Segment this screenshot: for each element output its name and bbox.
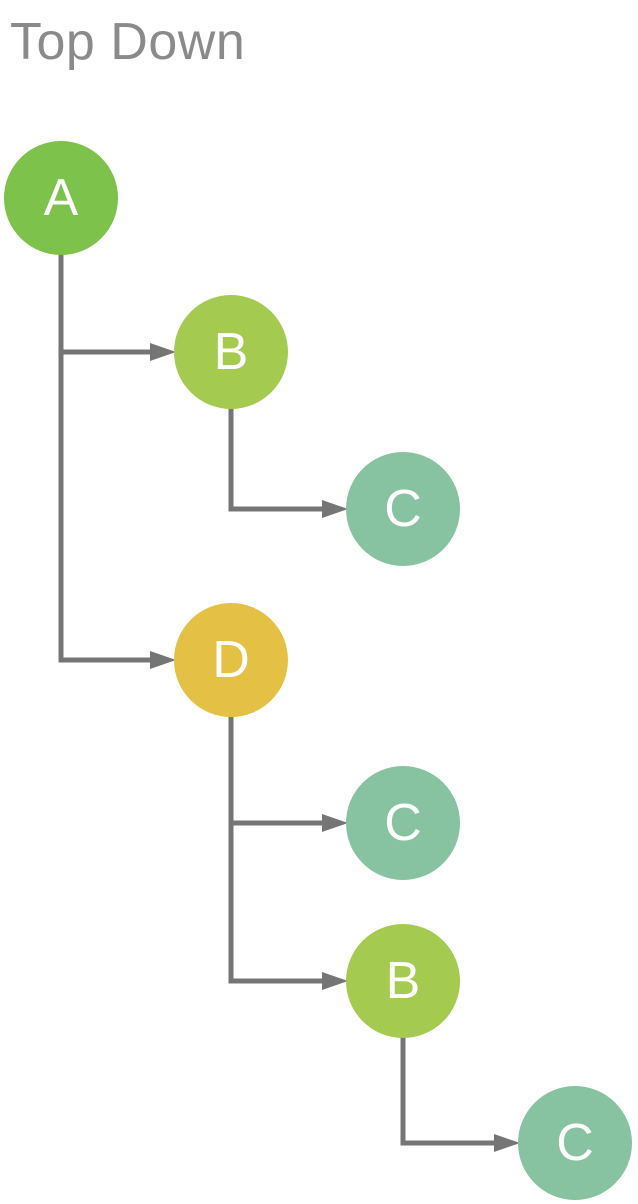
- edge-group-b2: [400, 1036, 520, 1152]
- node-c2: C: [346, 766, 460, 880]
- node-c3: C: [518, 1086, 632, 1200]
- node-label-c2: C: [384, 794, 422, 852]
- node-circle-c1: [346, 452, 460, 566]
- node-label-b2: B: [386, 952, 421, 1010]
- node-circle-b2: [346, 924, 460, 1038]
- arrowhead-icon: [494, 1134, 520, 1152]
- arrowhead-icon: [150, 343, 176, 361]
- node-circle-c3: [518, 1086, 632, 1200]
- node-a: A: [4, 141, 118, 255]
- node-d: D: [174, 603, 288, 717]
- nodes-layer: A B C D C B C: [4, 141, 632, 1200]
- node-label-b1: B: [214, 323, 249, 381]
- arrowhead-icon: [322, 972, 348, 990]
- node-circle-c2: [346, 766, 460, 880]
- node-c1: C: [346, 452, 460, 566]
- arrowhead-icon: [322, 814, 348, 832]
- arrowhead-icon: [322, 500, 348, 518]
- edges-layer: [58, 253, 520, 1152]
- edge-group-b1: [228, 407, 348, 518]
- node-label-a: A: [44, 169, 79, 227]
- edge-group-d: [228, 715, 348, 990]
- node-label-c1: C: [384, 480, 422, 538]
- page-title: Top Down: [10, 13, 246, 71]
- node-circle-b1: [174, 295, 288, 409]
- arrowhead-icon: [150, 651, 176, 669]
- node-b2: B: [346, 924, 460, 1038]
- node-circle-a: [4, 141, 118, 255]
- node-label-d: D: [212, 631, 250, 689]
- node-b1: B: [174, 295, 288, 409]
- edge-group-a: [58, 253, 176, 669]
- node-label-c3: C: [556, 1114, 594, 1172]
- node-circle-d: [174, 603, 288, 717]
